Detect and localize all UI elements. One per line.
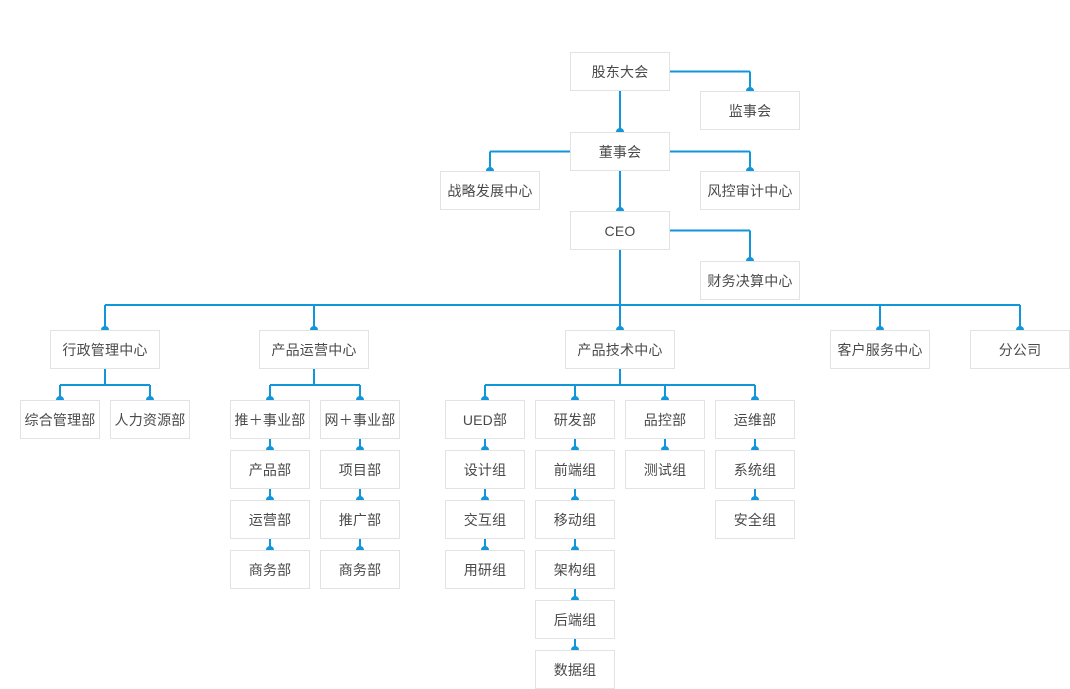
org-node-c3[interactable]: 产品技术中心 xyxy=(565,330,675,369)
org-node-label: 综合管理部 xyxy=(24,411,96,428)
org-node-label: 董事会 xyxy=(598,143,642,160)
org-node-a1[interactable]: 综合管理部 xyxy=(20,400,100,439)
org-node-n7[interactable]: 财务决算中心 xyxy=(700,261,800,300)
org-node-u3[interactable]: 交互组 xyxy=(445,500,525,539)
org-node-t1[interactable]: 品控部 xyxy=(625,400,705,439)
org-node-label: 客户服务中心 xyxy=(837,341,923,358)
org-node-n1[interactable]: 股东大会 xyxy=(570,52,670,91)
org-node-label: 产品运营中心 xyxy=(271,341,357,358)
org-node-q3[interactable]: 推广部 xyxy=(320,500,400,539)
org-node-r3[interactable]: 移动组 xyxy=(535,500,615,539)
org-node-n3[interactable]: 董事会 xyxy=(570,132,670,171)
org-node-n5[interactable]: 风控审计中心 xyxy=(700,171,800,210)
org-node-label: 品控部 xyxy=(643,411,687,428)
org-node-q1[interactable]: 网＋事业部 xyxy=(320,400,400,439)
org-node-u4[interactable]: 用研组 xyxy=(445,550,525,589)
org-node-label: 运维部 xyxy=(733,411,777,428)
org-node-p3[interactable]: 运营部 xyxy=(230,500,310,539)
org-node-p1[interactable]: 推＋事业部 xyxy=(230,400,310,439)
org-node-label: 数据组 xyxy=(553,661,597,678)
org-node-u1[interactable]: UED部 xyxy=(445,400,525,439)
org-node-label: 商务部 xyxy=(248,561,292,578)
org-node-u2[interactable]: 设计组 xyxy=(445,450,525,489)
org-node-label: 后端组 xyxy=(553,611,597,628)
org-node-label: 行政管理中心 xyxy=(62,341,148,358)
org-node-n2[interactable]: 监事会 xyxy=(700,91,800,130)
org-node-label: 产品部 xyxy=(248,461,292,478)
org-node-label: CEO xyxy=(604,222,636,239)
org-node-c1[interactable]: 行政管理中心 xyxy=(50,330,160,369)
org-node-label: 商务部 xyxy=(338,561,382,578)
org-node-r6[interactable]: 数据组 xyxy=(535,650,615,689)
org-node-label: 推广部 xyxy=(338,511,382,528)
org-node-label: 研发部 xyxy=(553,411,597,428)
org-node-label: 风控审计中心 xyxy=(707,182,793,199)
org-node-label: 战略发展中心 xyxy=(447,182,533,199)
org-node-r5[interactable]: 后端组 xyxy=(535,600,615,639)
org-node-o1[interactable]: 运维部 xyxy=(715,400,795,439)
org-node-label: 项目部 xyxy=(338,461,382,478)
org-node-label: 系统组 xyxy=(733,461,777,478)
org-node-n4[interactable]: 战略发展中心 xyxy=(440,171,540,210)
org-node-c4[interactable]: 客户服务中心 xyxy=(830,330,930,369)
org-node-c2[interactable]: 产品运营中心 xyxy=(259,330,369,369)
org-node-label: 产品技术中心 xyxy=(577,341,663,358)
org-node-label: 网＋事业部 xyxy=(324,411,396,428)
org-node-c5[interactable]: 分公司 xyxy=(970,330,1070,369)
org-node-label: 交互组 xyxy=(463,511,507,528)
org-node-label: 设计组 xyxy=(463,461,507,478)
org-node-r4[interactable]: 架构组 xyxy=(535,550,615,589)
org-node-p4[interactable]: 商务部 xyxy=(230,550,310,589)
org-node-label: 前端组 xyxy=(553,461,597,478)
org-node-o3[interactable]: 安全组 xyxy=(715,500,795,539)
org-node-label: 用研组 xyxy=(463,561,507,578)
org-node-q4[interactable]: 商务部 xyxy=(320,550,400,589)
org-node-r1[interactable]: 研发部 xyxy=(535,400,615,439)
org-node-n6[interactable]: CEO xyxy=(570,211,670,250)
org-node-label: 移动组 xyxy=(553,511,597,528)
org-node-label: 测试组 xyxy=(643,461,687,478)
org-node-label: UED部 xyxy=(462,411,508,428)
org-node-a2[interactable]: 人力资源部 xyxy=(110,400,190,439)
org-node-label: 分公司 xyxy=(998,341,1042,358)
org-node-o2[interactable]: 系统组 xyxy=(715,450,795,489)
org-node-label: 股东大会 xyxy=(591,63,649,80)
org-node-label: 架构组 xyxy=(553,561,597,578)
org-node-label: 财务决算中心 xyxy=(707,272,793,289)
org-node-label: 安全组 xyxy=(733,511,777,528)
org-node-label: 运营部 xyxy=(248,511,292,528)
org-node-r2[interactable]: 前端组 xyxy=(535,450,615,489)
org-node-label: 监事会 xyxy=(728,102,772,119)
org-node-label: 人力资源部 xyxy=(114,411,186,428)
org-node-p2[interactable]: 产品部 xyxy=(230,450,310,489)
org-node-label: 推＋事业部 xyxy=(234,411,306,428)
org-node-q2[interactable]: 项目部 xyxy=(320,450,400,489)
org-node-t2[interactable]: 测试组 xyxy=(625,450,705,489)
